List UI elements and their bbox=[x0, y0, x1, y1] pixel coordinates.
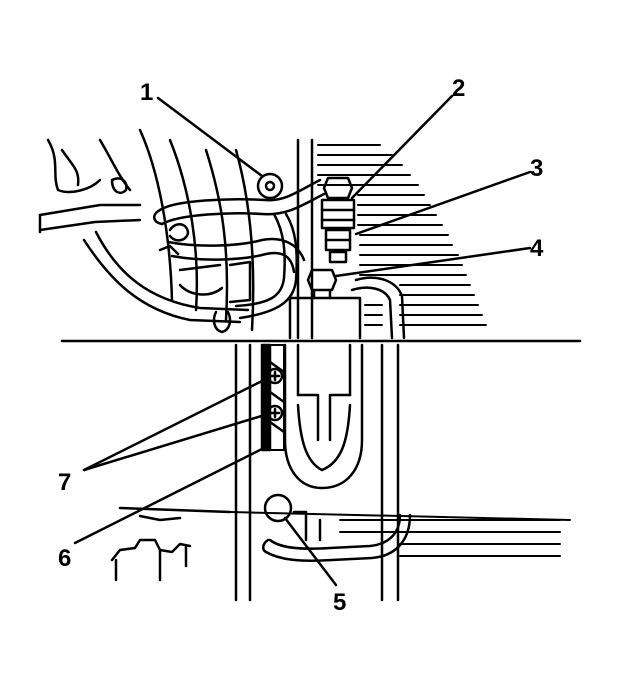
leader-7a bbox=[82, 376, 270, 472]
callout-2: 2 bbox=[452, 75, 465, 102]
leader-3 bbox=[354, 170, 532, 236]
leader-6 bbox=[73, 446, 266, 545]
callouts: 1 2 3 4 5 6 7 bbox=[58, 75, 544, 616]
leader-7b bbox=[82, 412, 270, 472]
o-ring-5 bbox=[263, 493, 293, 523]
leader-lines bbox=[73, 94, 532, 587]
callout-7: 7 bbox=[58, 469, 71, 496]
accumulator bbox=[283, 296, 364, 490]
callout-1: 1 bbox=[140, 79, 153, 106]
section-divider-lower bbox=[229, 511, 571, 521]
refrigerant-lines bbox=[153, 178, 412, 562]
callout-6: 6 bbox=[58, 545, 71, 572]
leader-2 bbox=[350, 94, 454, 200]
callout-5: 5 bbox=[333, 589, 346, 616]
line-fitting-1 bbox=[256, 172, 284, 200]
pressure-switch bbox=[320, 176, 356, 264]
leader-1 bbox=[156, 96, 264, 178]
leader-4 bbox=[334, 246, 532, 278]
callout-3: 3 bbox=[530, 155, 543, 182]
accumulator-bracket bbox=[260, 343, 286, 452]
callout-4: 4 bbox=[530, 235, 544, 262]
engine-outline bbox=[38, 128, 255, 332]
accumulator-outlet-nut bbox=[306, 268, 338, 300]
lower-parts bbox=[110, 506, 322, 582]
leader-5 bbox=[283, 516, 338, 587]
